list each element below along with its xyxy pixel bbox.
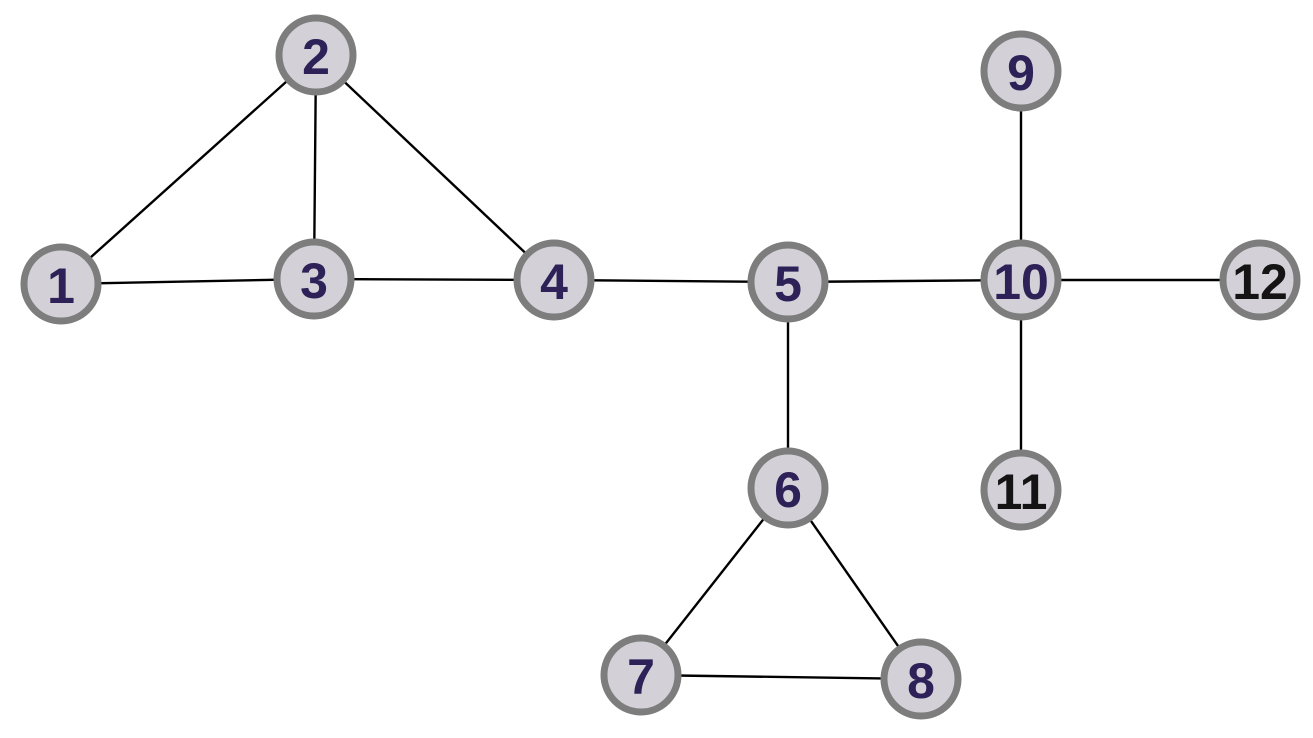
node-circle [275, 14, 357, 96]
graph-edge-7-8 [640, 673, 922, 681]
node-circle [747, 241, 829, 323]
graph-edge-1-3 [60, 277, 315, 286]
node-label: 4 [540, 254, 568, 310]
node-circle [273, 238, 355, 320]
graph-edge-1-2 [60, 54, 317, 285]
node-label: 10 [993, 254, 1049, 310]
node-circle [1219, 239, 1301, 321]
graph-edge-2-4 [315, 54, 555, 281]
node-label: 6 [774, 462, 802, 518]
node-label: 9 [1007, 45, 1035, 101]
graph-node-12: 12 [1219, 239, 1301, 321]
graph-node-5: 5 [747, 241, 829, 323]
graph-node-8: 8 [880, 638, 962, 720]
node-circle [980, 30, 1062, 112]
node-label: 3 [300, 253, 328, 309]
node-label: 1 [47, 258, 75, 314]
node-label: 11 [995, 464, 1048, 520]
node-label: 7 [627, 649, 655, 705]
node-circle [747, 447, 829, 529]
node-label: 8 [907, 653, 935, 709]
node-circle [880, 638, 962, 720]
graph-node-11: 11 [980, 449, 1062, 531]
graph-node-4: 4 [513, 239, 595, 321]
graph-node-2: 2 [275, 14, 357, 96]
graph-node-10: 10 [980, 239, 1062, 321]
graph-node-9: 9 [980, 30, 1062, 112]
node-circle [600, 634, 682, 716]
graph-node-6: 6 [747, 447, 829, 529]
graph-node-1: 1 [20, 243, 102, 325]
node-circle [20, 243, 102, 325]
node-circle [980, 239, 1062, 321]
graph-node-3: 3 [273, 238, 355, 320]
node-circle [513, 239, 595, 321]
node-label: 5 [774, 256, 802, 312]
node-label: 2 [302, 29, 330, 85]
node-label: 12 [1232, 254, 1288, 310]
node-circle [980, 449, 1062, 531]
graph-node-7: 7 [600, 634, 682, 716]
